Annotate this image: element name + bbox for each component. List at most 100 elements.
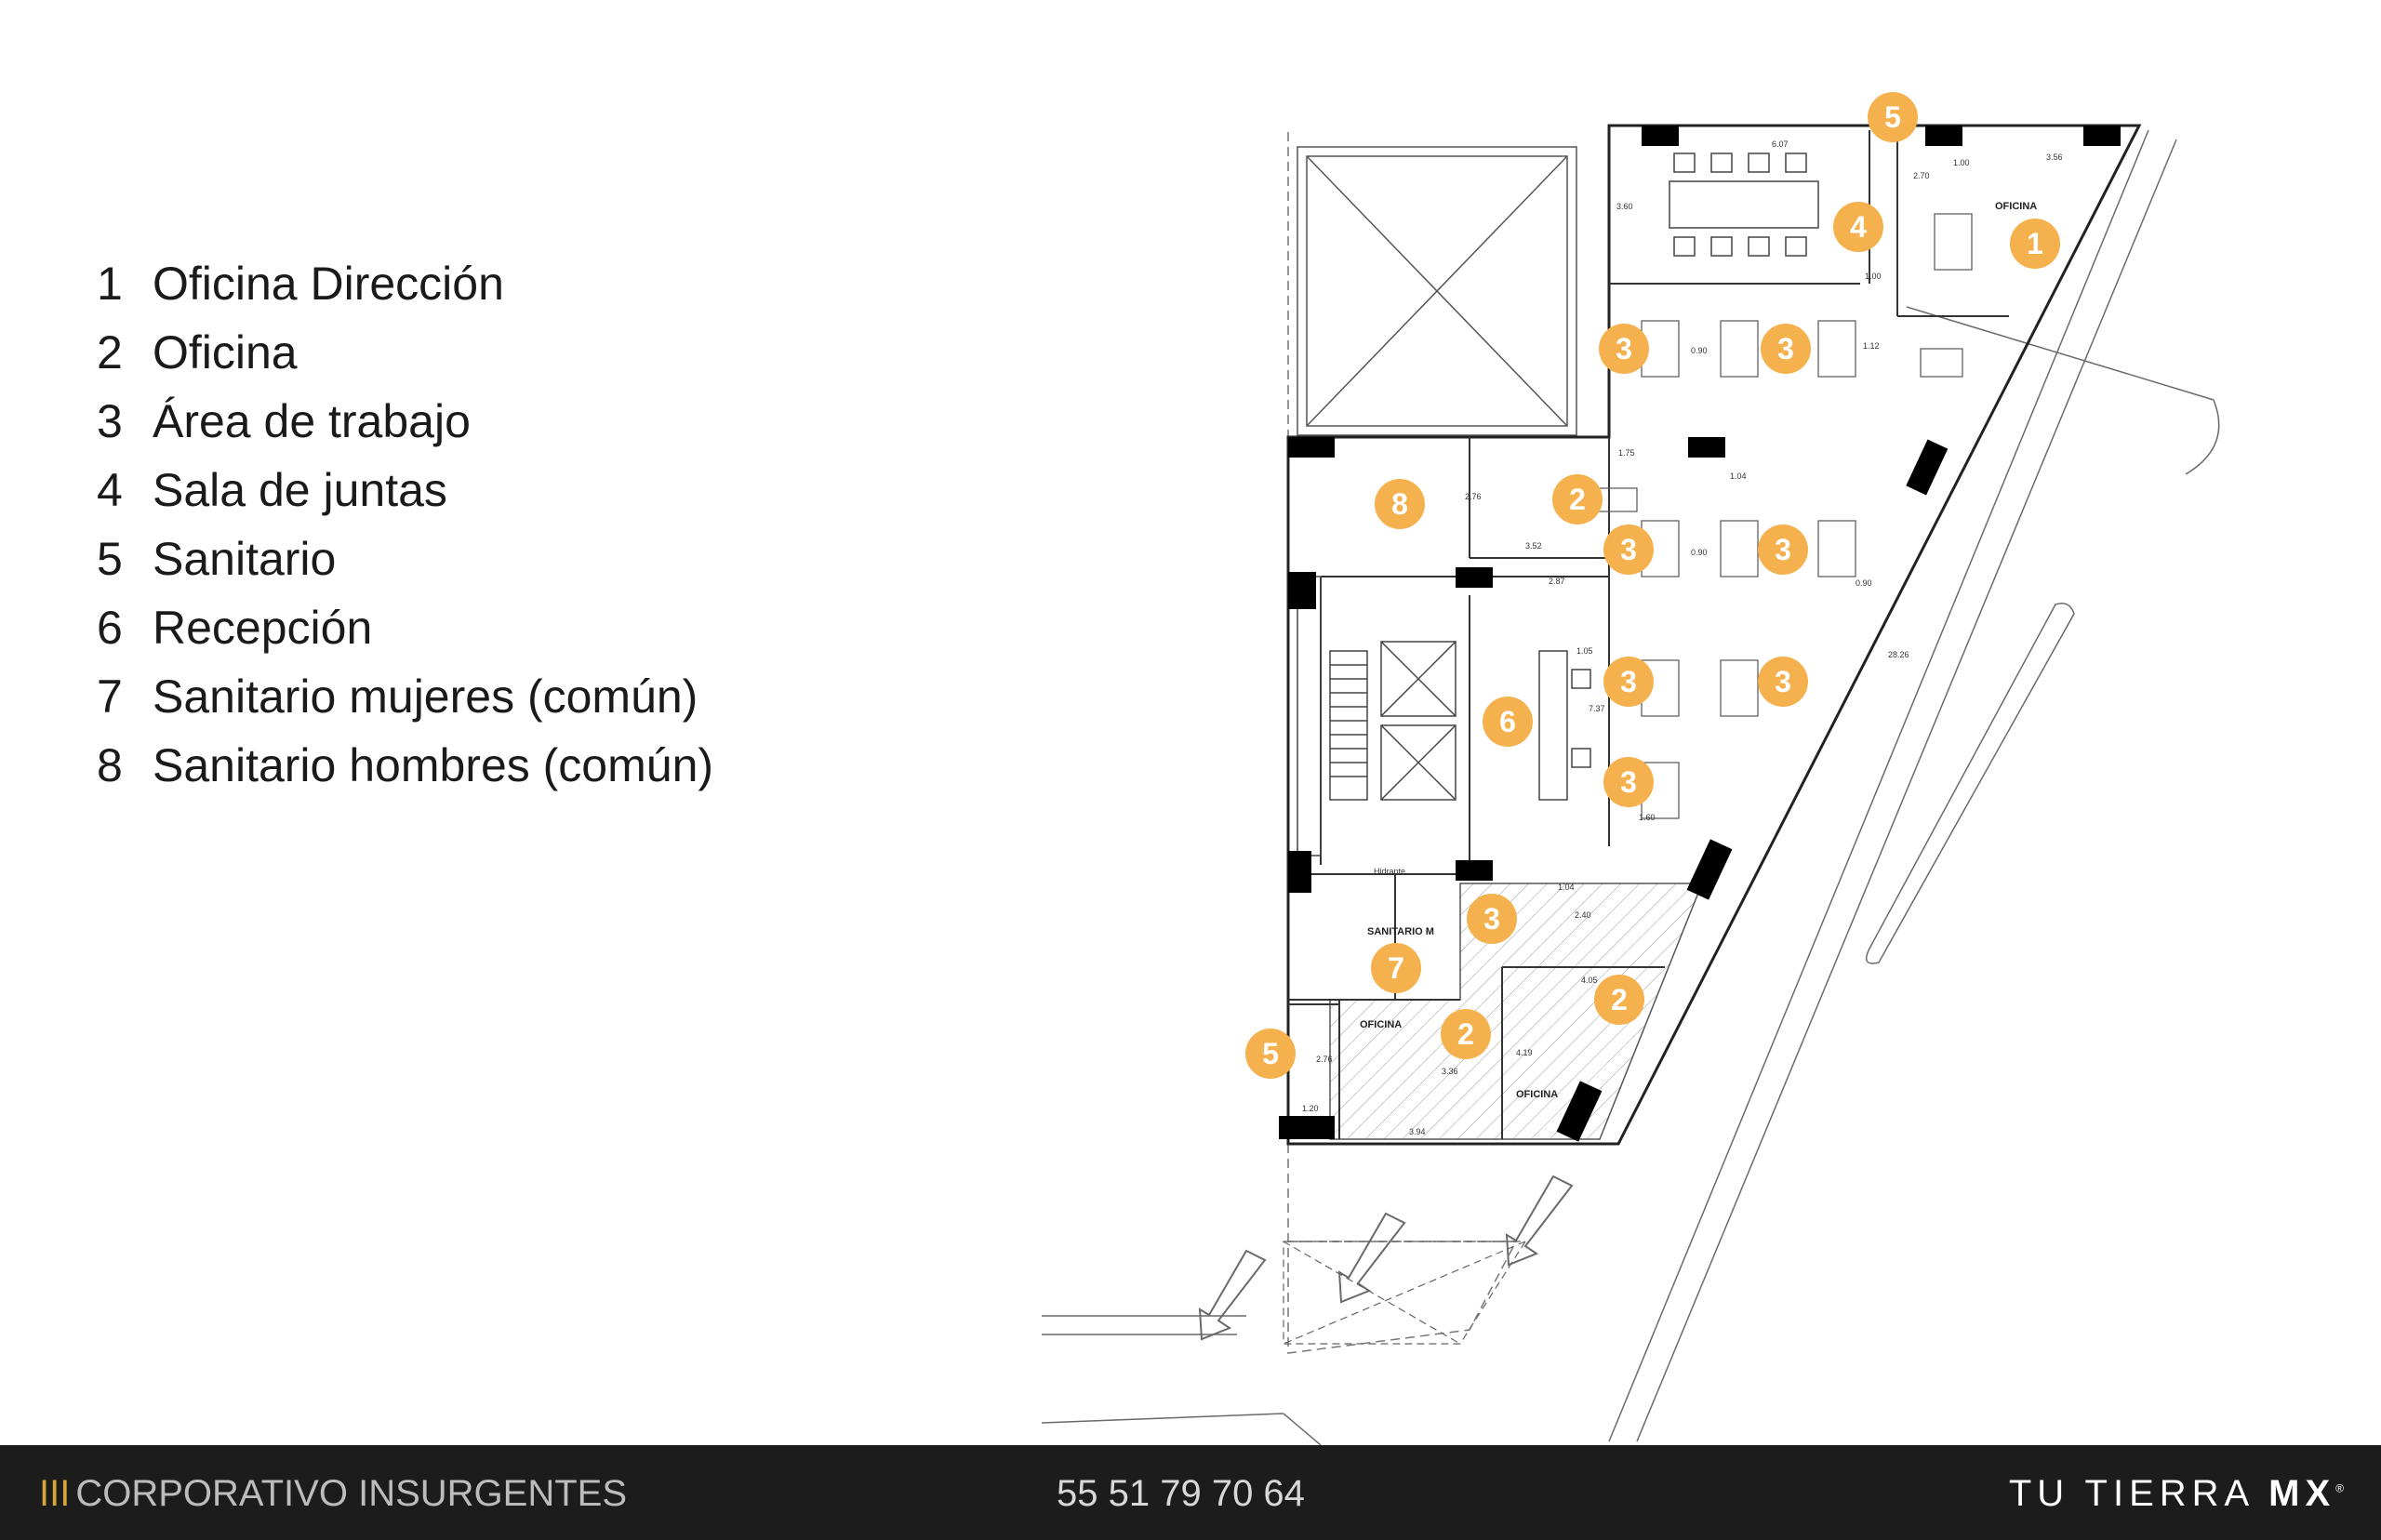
marker-3: 3 bbox=[1467, 894, 1517, 944]
legend-item: 5 Sanitario bbox=[97, 524, 713, 593]
meeting-table bbox=[1669, 153, 1819, 257]
elevator-core bbox=[1297, 576, 1457, 856]
dimension-label: 2.87 bbox=[1549, 577, 1565, 586]
legend-label: Sanitario hombres (común) bbox=[153, 739, 714, 791]
dimension-label: 1.12 bbox=[1863, 341, 1880, 351]
marker-number: 3 bbox=[1616, 332, 1632, 365]
legend-item: 2 Oficina bbox=[97, 318, 713, 387]
legend-item: 1 Oficina Dirección bbox=[97, 249, 713, 318]
dimension-label: 2.76 bbox=[1316, 1055, 1333, 1064]
marker-5: 5 bbox=[1245, 1029, 1296, 1079]
dimension-label: 3.94 bbox=[1409, 1127, 1426, 1136]
marker-1: 1 bbox=[2010, 219, 2060, 269]
marker-number: 3 bbox=[1620, 533, 1637, 566]
dimension-label: 1.05 bbox=[1576, 646, 1593, 656]
dimension-label: 3.56 bbox=[2046, 153, 2063, 162]
legend-number: 1 bbox=[97, 258, 123, 310]
dimension-label: 0.90 bbox=[1691, 548, 1708, 557]
dimension-label: 0.90 bbox=[1691, 346, 1708, 355]
room-label: OFICINA bbox=[1516, 1089, 1558, 1100]
marker-number: 3 bbox=[1775, 533, 1791, 566]
building-walls bbox=[1286, 124, 2142, 1146]
marker-number: 2 bbox=[1569, 483, 1586, 516]
marker-6: 6 bbox=[1483, 697, 1533, 747]
legend-label: Oficina bbox=[153, 326, 298, 378]
marker-number: 5 bbox=[1262, 1037, 1279, 1070]
legend-label: Recepción bbox=[153, 602, 373, 654]
marker-8: 8 bbox=[1375, 479, 1425, 529]
partitions bbox=[1288, 130, 2009, 1139]
marker-number: 3 bbox=[1775, 665, 1791, 698]
dimension-label: 1.04 bbox=[1730, 471, 1747, 481]
marker-number: 3 bbox=[1483, 902, 1500, 936]
legend-number: 6 bbox=[97, 602, 123, 654]
marker-3: 3 bbox=[1603, 657, 1654, 707]
reception-desk bbox=[1538, 650, 1591, 801]
dimension-label: 4.05 bbox=[1581, 976, 1598, 985]
logo-mx: MX bbox=[2268, 1473, 2336, 1514]
site-outline bbox=[1287, 132, 1518, 1354]
marker-number: 8 bbox=[1391, 487, 1408, 521]
dimension-label: 7.37 bbox=[1589, 704, 1605, 713]
legend-number: 4 bbox=[97, 464, 123, 516]
marker-number: 7 bbox=[1388, 951, 1404, 985]
dimension-labels: 6.07 3.60 1.00 3.56 2.70 1.00 0.90 1.12 … bbox=[1302, 139, 2063, 1136]
room-label: SANITARIO M bbox=[1367, 926, 1434, 937]
legend-label: Sanitario bbox=[153, 533, 337, 585]
company-logo: TU TIERRA MX® bbox=[2009, 1473, 2344, 1515]
void-bottom bbox=[1283, 1241, 1527, 1345]
dimension-label: 3.60 bbox=[1616, 202, 1633, 211]
dimension-label: 2.76 bbox=[1465, 492, 1482, 501]
legend-label: Oficina Dirección bbox=[153, 258, 504, 310]
dimension-label: 3.52 bbox=[1525, 541, 1542, 551]
legend-item: 8 Sanitario hombres (común) bbox=[97, 731, 713, 800]
marker-number: 2 bbox=[1611, 983, 1628, 1016]
dimension-label: 1.00 bbox=[1865, 272, 1882, 281]
marker-2: 2 bbox=[1552, 474, 1603, 524]
traffic-arrows bbox=[1198, 1175, 1574, 1341]
legend-number: 8 bbox=[97, 739, 123, 791]
marker-3: 3 bbox=[1603, 757, 1654, 807]
legend-number: 2 bbox=[97, 326, 123, 378]
dimension-label: 28.26 bbox=[1888, 650, 1909, 659]
marker-number: 6 bbox=[1499, 705, 1516, 738]
hydrant-label: Hidrante bbox=[1374, 867, 1405, 876]
marker-2: 2 bbox=[1441, 1009, 1491, 1059]
marker-4: 4 bbox=[1833, 202, 1883, 252]
marker-number: 2 bbox=[1457, 1017, 1474, 1051]
marker-number: 1 bbox=[2027, 227, 2043, 260]
legend-number: 5 bbox=[97, 533, 123, 585]
marker-5: 5 bbox=[1868, 92, 1918, 142]
dimension-label: 1.04 bbox=[1558, 883, 1575, 892]
marker-number: 3 bbox=[1620, 765, 1637, 799]
dimension-label: 3.36 bbox=[1442, 1067, 1458, 1076]
brand-text: CORPORATIVO INSURGENTES bbox=[75, 1473, 627, 1514]
legend-item: 6 Recepción bbox=[97, 593, 713, 662]
floor-plan: OFICINA SANITARIO M OFICINA OFICINA Hidr… bbox=[1041, 92, 2220, 1445]
marker-number: 4 bbox=[1850, 210, 1867, 244]
marker-3: 3 bbox=[1599, 324, 1649, 374]
marker-number: 5 bbox=[1884, 100, 1901, 134]
dimension-label: 0.90 bbox=[1856, 578, 1872, 588]
legend-label: Sanitario mujeres (común) bbox=[153, 670, 698, 723]
room-label: OFICINA bbox=[1995, 201, 2037, 212]
marker-3: 3 bbox=[1758, 657, 1808, 707]
dimension-label: 6.07 bbox=[1772, 139, 1789, 149]
columns bbox=[1279, 126, 2121, 1142]
room-label: OFICINA bbox=[1360, 1019, 1402, 1030]
marker-number: 3 bbox=[1777, 332, 1794, 365]
legend-number: 3 bbox=[97, 395, 123, 447]
marker-7: 7 bbox=[1371, 943, 1421, 993]
brand-bars-icon: III bbox=[39, 1473, 71, 1514]
dimension-label: 1.20 bbox=[1302, 1104, 1319, 1113]
street-lines bbox=[1041, 129, 2220, 1445]
marker-3: 3 bbox=[1761, 324, 1811, 374]
dimension-label: 4.19 bbox=[1516, 1048, 1533, 1057]
legend-label: Área de trabajo bbox=[153, 395, 471, 447]
logo-registered: ® bbox=[2335, 1481, 2344, 1495]
phone-number: 55 51 79 70 64 bbox=[1057, 1473, 1305, 1514]
